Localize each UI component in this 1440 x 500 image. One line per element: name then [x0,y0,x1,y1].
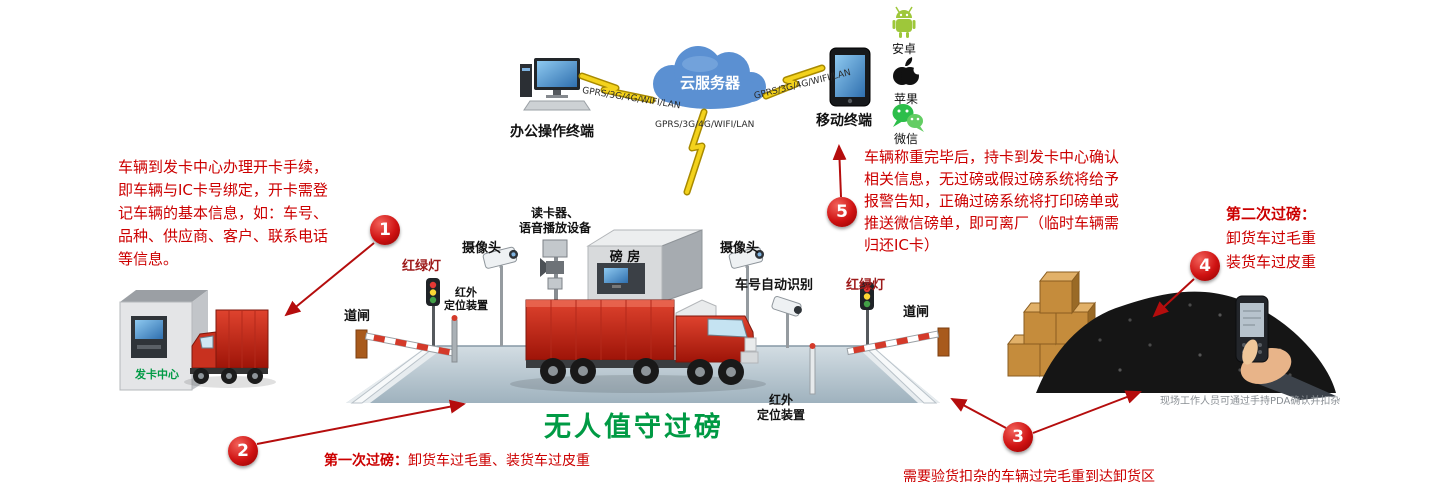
wechat-icon [892,104,924,132]
traffic-light-left-icon [426,278,440,346]
entry-truck [184,309,276,388]
android-label: 安卓 [891,42,916,56]
cctv-camera-left-icon [482,246,518,346]
note-second-weigh: 第二次过磅： 卸货车过毛重 装货车过皮重 [1226,202,1366,274]
wechat-label: 微信 [893,132,918,146]
first-weigh-title: 第一次过磅： [324,453,408,469]
note-step5: 车辆称重完毕后，持卡到发卡中心确认相关信息，无过磅或假过磅系统将给予报警告知，正… [864,148,1120,254]
worker-hand-pda-icon [1235,295,1336,400]
card-reader-label: 读卡器、 语音播放设备 [518,206,591,235]
mobile-terminal-icon [829,47,871,107]
barrier-right-label: 道闸 [903,305,930,320]
traffic-light-left-label: 红绿灯 [402,259,442,274]
flow-arrows [256,144,1195,445]
lightning-bolt-icons [578,64,826,196]
plate-recognition-label: 车号自动识别 [735,278,814,293]
cctv-camera-right-icon [728,246,764,346]
first-weigh-rest: 卸货车过毛重、装货车过皮重 [408,453,590,469]
cloud-server-label: 云服务器 [679,74,740,92]
note-step1: 车辆到发卡中心办理开卡手续，即车辆与IC卡号绑定，开卡需登记车辆的基本信息，如：… [118,158,329,268]
page-title: 无人值守过磅 [544,412,724,443]
camera-right-label: 摄像头 [720,241,760,256]
camera-left-label: 摄像头 [462,241,502,256]
second-weigh-lines: 卸货车过毛重 装货车过皮重 [1226,229,1317,271]
cloud-server-icon [653,46,766,109]
pda-caption: 现场工作人员可通过手持PDA确认并扣杂 [1160,396,1341,407]
second-weigh-title: 第二次过磅： [1226,205,1317,223]
note-first-weigh: 第一次过磅：卸货车过毛重、装货车过皮重 [324,450,590,473]
office-terminal-label: 办公操作终端 [510,124,594,140]
infrared-right-label: 红外 定位装置 [756,393,805,422]
card-reader-pole [540,239,568,346]
card-center-label: 发卡中心 [135,368,179,381]
barrier-gate-right-icon [846,327,950,357]
weigh-house [586,229,703,303]
android-icon [892,6,916,38]
note-step3: 需要验货扣杂的车辆过完毛重到达卸货区 [903,469,1155,485]
step-badge-1: 1 [370,215,400,245]
traffic-light-right-icon [860,282,874,348]
barrier-left-label: 道闸 [344,309,371,324]
barrier-gate-left-icon [355,329,458,359]
apple-label: 苹果 [893,92,918,106]
link-label-down: GPRS/3G/4G/WIFI/LAN [655,120,755,130]
infrared-sensor-left-icon [451,315,458,363]
main-truck [510,299,766,393]
infrared-sensor-right-icon [809,343,816,395]
plate-recognition-camera-icon [771,296,802,348]
mobile-terminal-label: 移动终端 [816,113,872,129]
traffic-light-right-label: 红绿灯 [846,278,886,293]
step-badge-5: 5 [827,197,857,227]
office-terminal-icon [520,58,591,111]
card-center-building [119,290,208,391]
weigh-house-label: 磅 房 [609,250,641,265]
apple-icon [893,57,923,85]
infrared-left-label: 红外 定位装置 [444,286,488,312]
step-badge-3: 3 [1003,422,1033,452]
step-badge-4: 4 [1190,251,1220,281]
step-badge-2: 2 [228,436,258,466]
